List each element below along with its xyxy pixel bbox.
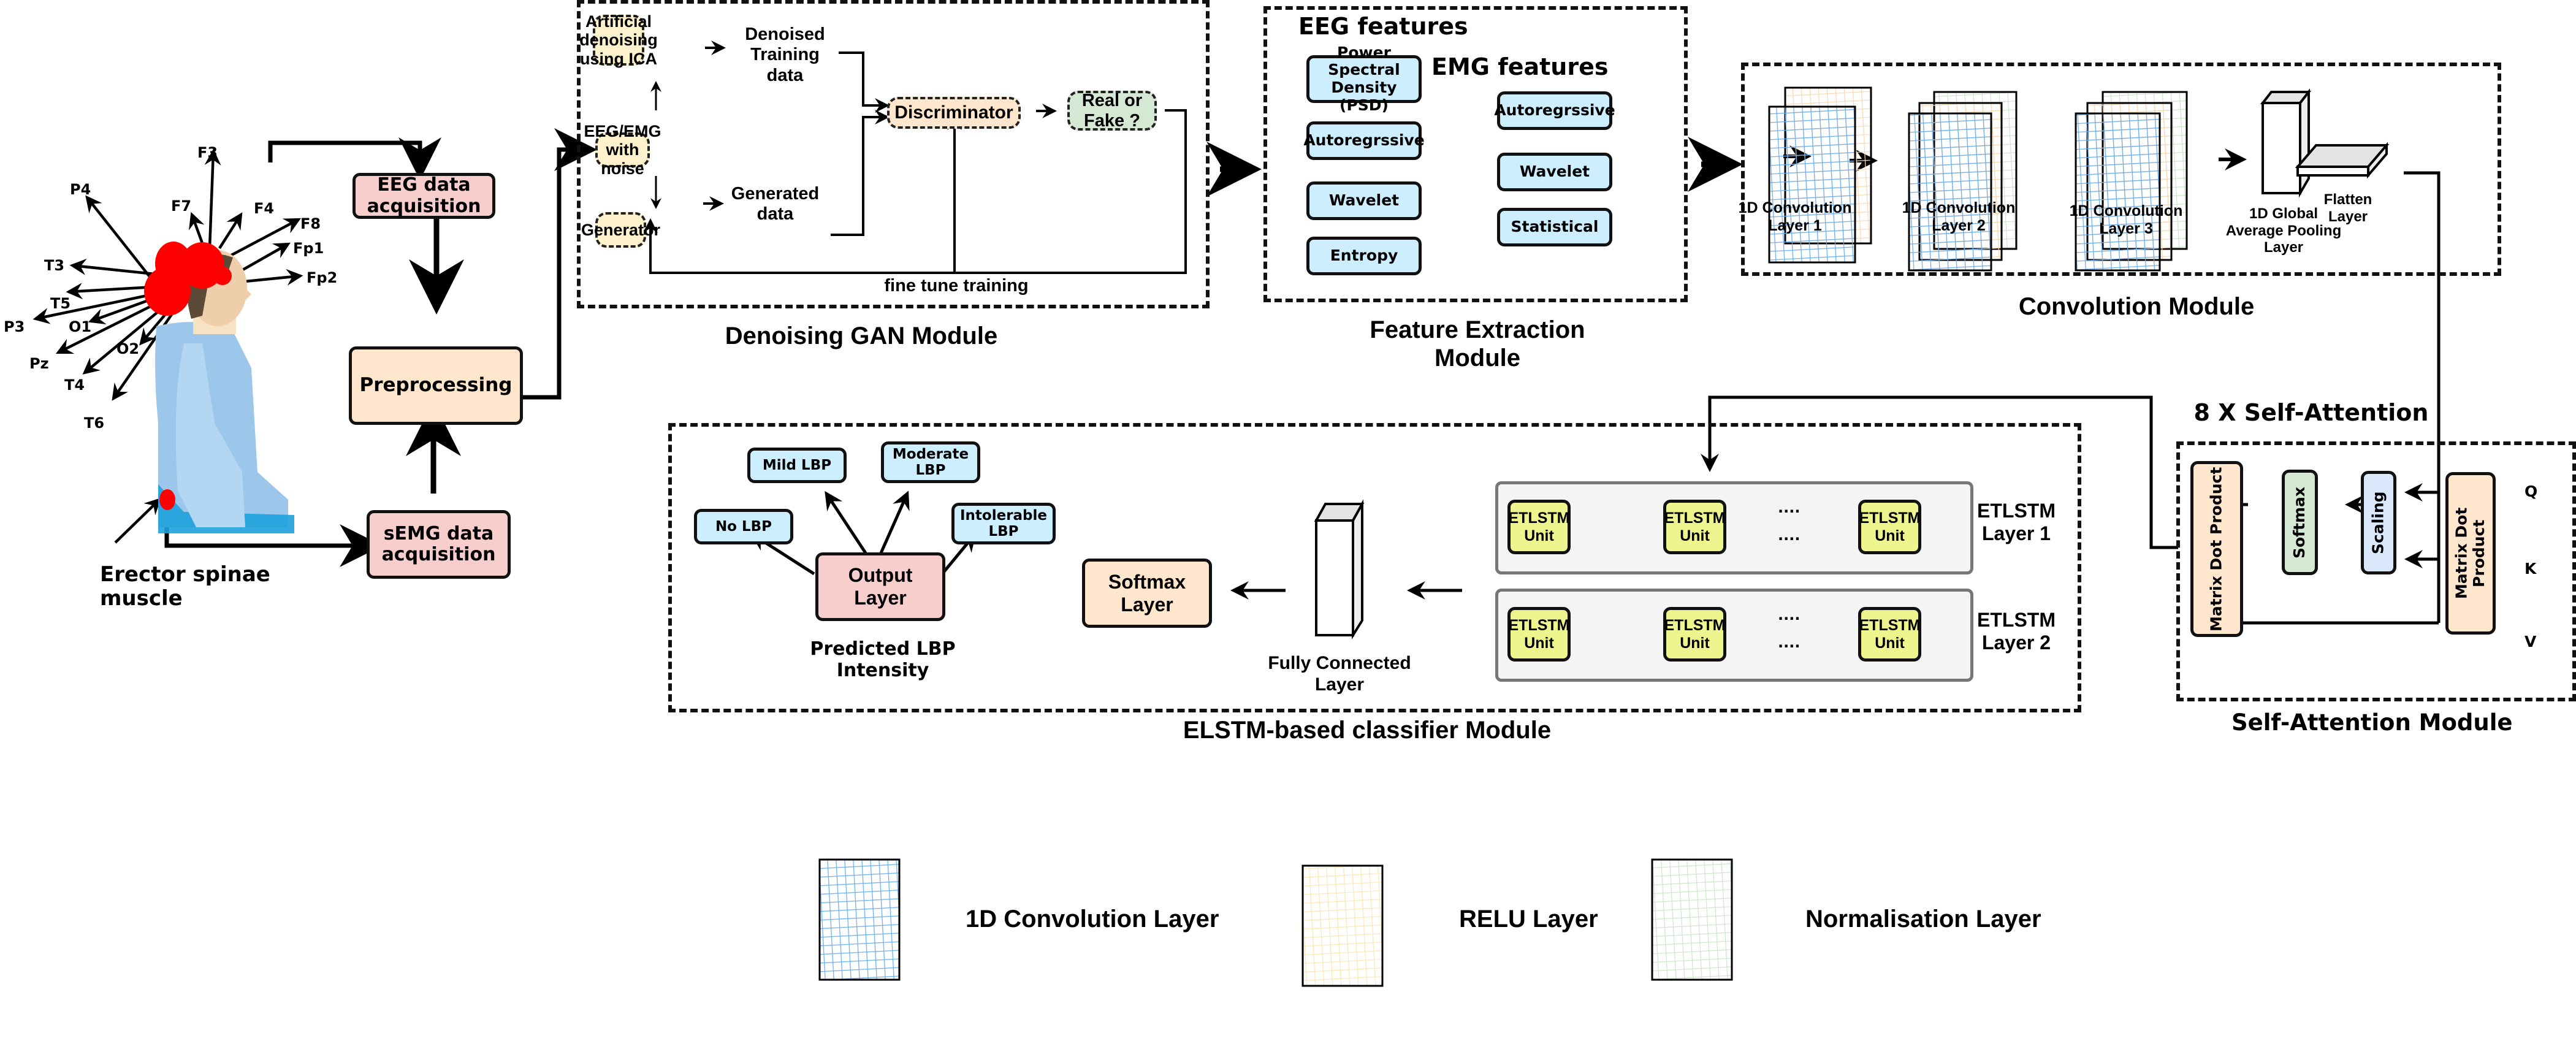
conv-layer-1-label: 1D Convolution Layer 1 [1738, 199, 1852, 234]
softmax-layer-box: Softmax Layer [1082, 559, 1212, 628]
conv-layer-3-stack [2075, 91, 2188, 272]
ica-denoising-box: Artificial denoising using ICA [579, 12, 658, 68]
electrode-label-pz: Pz [29, 355, 49, 372]
attention-heading: 8 X Self-Attention [2193, 399, 2429, 426]
conv-layer-1-stack [1768, 86, 1872, 264]
legend-swatch-relu [1301, 864, 1384, 987]
class-intolerable-lbp: Intolerable LBP [951, 503, 1056, 544]
discriminator-box: Discriminator [887, 97, 1021, 129]
legend-label-relu: RELU Layer [1459, 906, 1598, 933]
conv-layer-3-label: 1D Convolution Layer 3 [2069, 202, 2183, 237]
attention-module-title: Self-Attention Module [2231, 709, 2513, 736]
features-module-title: Feature Extraction Module [1370, 316, 1585, 372]
conv-to-attention-line [2404, 171, 2441, 614]
legend-swatch-norm [1651, 858, 1733, 981]
attention-module-frame [2176, 441, 2576, 701]
eeg-feature-entropy: Entropy [1306, 237, 1422, 275]
semg-acquisition-box: sEMG data acquisition [367, 510, 511, 579]
fully-connected-shape [1314, 499, 1365, 639]
preprocessing-box: Preprocessing [349, 346, 523, 425]
ellipsis: .... [1778, 527, 1801, 544]
predicted-intensity-label: Predicted LBP Intensity [810, 638, 956, 681]
electrode-label-f4: F4 [254, 200, 275, 217]
pooling-layer-label: 1D Global Average Pooling Layer [2225, 205, 2342, 256]
preproc-to-gan-line [523, 128, 597, 400]
lstm-layer-1-label: ETLSTM Layer 1 [1977, 500, 2056, 544]
legend-label-conv: 1D Convolution Layer [966, 906, 1219, 933]
electrode-label-t6: T6 [84, 414, 105, 432]
denoised-data-label: Denoised Training data [745, 25, 825, 85]
electrode-label-t5: T5 [50, 295, 71, 312]
lstm-unit: ETLSTM Unit [1858, 607, 1921, 662]
eeg-feature-autoregressive: Autoregrssive [1303, 121, 1425, 160]
electrode-label-f7: F7 [171, 197, 192, 215]
emg-feature-autoregressive: Autoregrssive [1494, 91, 1615, 130]
eeg-features-heading: EEG features [1298, 13, 1468, 40]
head-to-eeg-line [268, 137, 441, 180]
electrode-label-o2: O2 [116, 340, 140, 357]
emg-feature-statistical: Statistical [1497, 208, 1612, 246]
conv-module-title: Convolution Module [2018, 293, 2255, 320]
generator-box: Generator [581, 212, 660, 248]
generated-data-label: Generated data [731, 184, 820, 224]
scaling-box: Scaling [2361, 471, 2396, 574]
classifier-module-title: ELSTM-based classifier Module [1183, 717, 1552, 744]
electrode-label-p4: P4 [70, 181, 91, 198]
value-label: V [2525, 633, 2537, 650]
emg-feature-wavelet: Wavelet [1497, 153, 1612, 191]
electrode-label-fp1: Fp1 [293, 240, 324, 257]
class-mild-lbp: Mild LBP [747, 448, 847, 483]
attention-to-lstm-line [1701, 395, 2178, 549]
lstm-unit: ETLSTM Unit [1507, 500, 1571, 554]
fine-tune-label: fine tune training [884, 276, 1029, 296]
electrode-label-f8: F8 [300, 215, 321, 232]
ellipsis: .... [1778, 606, 1801, 624]
electrode-label-t4: T4 [64, 376, 85, 394]
lstm-unit: ETLSTM Unit [1663, 500, 1726, 554]
electrode-label-t3: T3 [44, 257, 65, 274]
fully-connected-label: Fully Connected Layer [1268, 653, 1411, 695]
class-no-lbp: No LBP [694, 509, 793, 544]
muscle-label: Erector spinae muscle [100, 562, 270, 611]
electrode-label-p3: P3 [4, 318, 25, 335]
output-layer-box: Output Layer [815, 552, 945, 621]
gan-module-title: Denoising GAN Module [725, 322, 998, 349]
classifier-module-frame [668, 423, 2081, 712]
electrode-label-o1: O1 [69, 318, 92, 335]
noisy-input-box: EEG/EMG with noise [584, 122, 661, 178]
electrode-dots [144, 242, 232, 510]
gan-module-frame [577, 0, 1210, 308]
legend-swatch-conv [818, 858, 901, 981]
lstm-unit: ETLSTM Unit [1663, 607, 1726, 662]
lstm-unit: ETLSTM Unit [1507, 607, 1571, 662]
lstm-unit: ETLSTM Unit [1858, 500, 1921, 554]
eeg-feature-wavelet: Wavelet [1306, 181, 1422, 220]
attention-softmax-box: Softmax [2282, 470, 2318, 575]
real-or-fake-box: Real or Fake ? [1067, 91, 1157, 131]
matmul-input-box: Matrix Dot Product [2445, 472, 2496, 635]
query-label: Q [2525, 483, 2538, 500]
lstm-layer-2-label: ETLSTM Layer 2 [1977, 609, 2056, 654]
flatten-layer-label: Flatten Layer [2323, 191, 2372, 225]
conv-layer-2-stack [1908, 91, 2018, 272]
ellipsis: .... [1778, 499, 1801, 516]
electrode-label-f3: F3 [197, 144, 218, 161]
class-moderate-lbp: Moderate LBP [881, 441, 980, 483]
matmul-output-box: Matrix Dot Product [2190, 461, 2243, 637]
ellipsis: .... [1778, 634, 1801, 651]
electrode-arrows [32, 148, 303, 544]
electrode-label-fp2: Fp2 [307, 269, 338, 286]
legend-label-norm: Normalisation Layer [1805, 906, 2041, 933]
emg-features-heading: EMG features [1431, 53, 1609, 80]
eeg-acquisition-box: EEG data acquisition [352, 173, 495, 219]
flatten-layer-shape [2295, 142, 2390, 179]
eeg-feature-psd: Power Spectral Density (PSD) [1306, 44, 1422, 114]
key-label: K [2525, 560, 2537, 578]
features-module-frame [1263, 6, 1688, 302]
conv-module-frame [1741, 63, 2501, 276]
conv-layer-2-label: 1D Convolution Layer 2 [1902, 199, 2016, 234]
